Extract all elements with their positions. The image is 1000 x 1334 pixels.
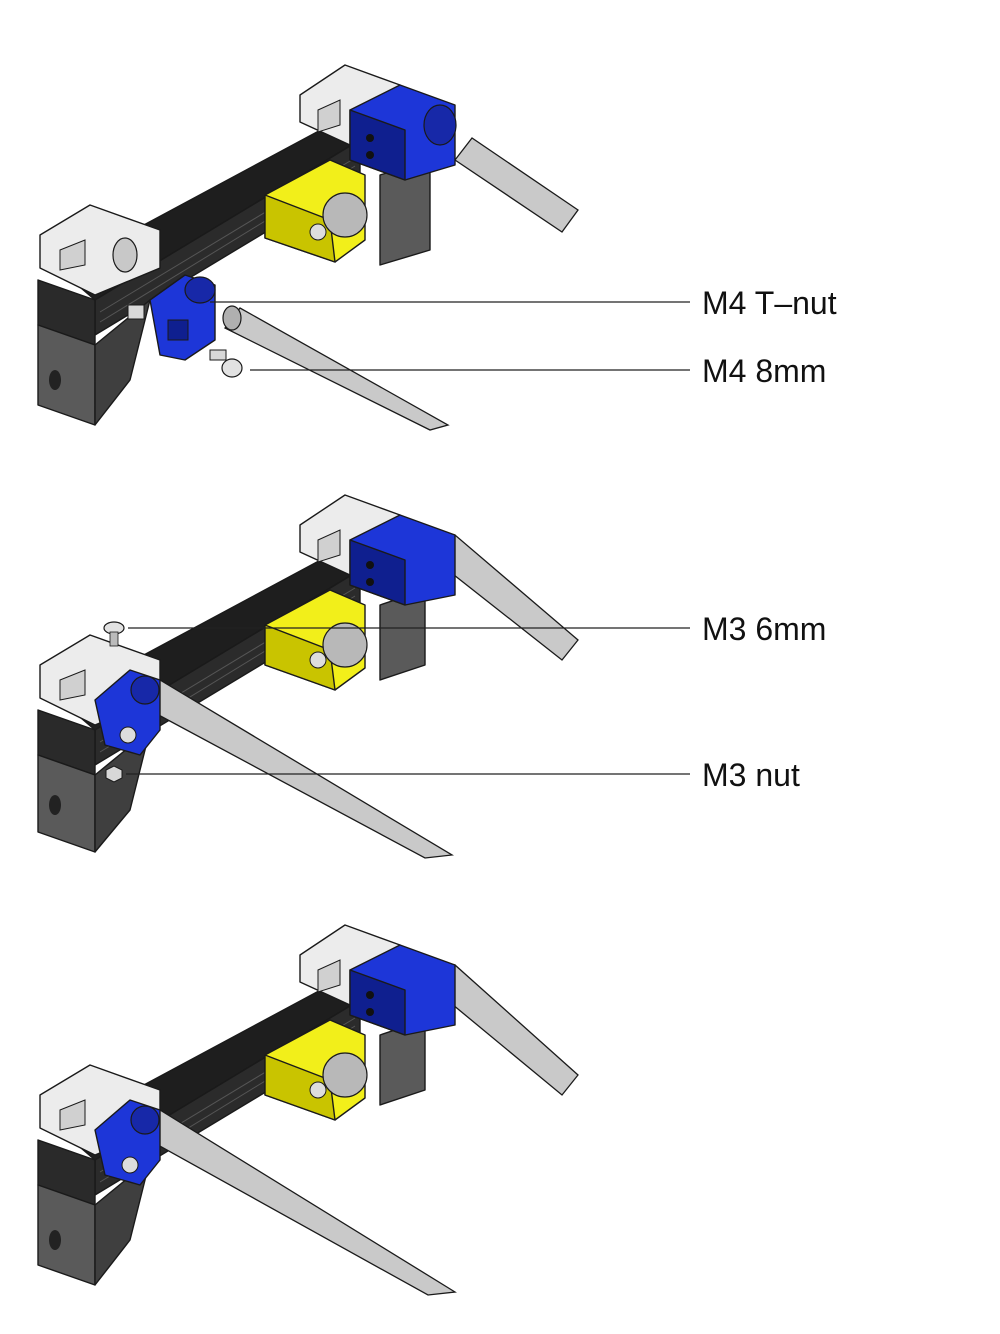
rear-rod-holder [349, 944, 456, 1036]
step-2-illustration: M3 6mm M3 nut [37, 494, 826, 859]
rear-rod-holder [349, 514, 456, 606]
callout-m4-t-nut: M4 T–nut [702, 285, 837, 321]
m3-nut [105, 765, 123, 783]
back-rod [434, 964, 579, 1096]
rear-rod-holder [349, 84, 457, 181]
front-rod-holder [94, 669, 161, 756]
front-rod [222, 305, 450, 431]
left-end-cap [39, 204, 161, 296]
front-rod-holder [94, 1099, 161, 1186]
front-rod-holder [149, 274, 216, 361]
callout-m3-nut: M3 nut [702, 757, 800, 793]
idler-carriage [264, 1019, 368, 1121]
step-1-illustration: M4 T–nut M4 8mm [37, 64, 837, 431]
corner-bracket [37, 1159, 151, 1286]
callout-m3-6mm: M3 6mm [702, 611, 826, 647]
back-rod [454, 137, 579, 233]
back-rod [434, 534, 579, 661]
front-rod [139, 679, 454, 859]
callout-m4-8mm: M4 8mm [702, 353, 826, 389]
m4-screw [209, 349, 243, 378]
m4-t-nut [127, 304, 145, 320]
m3-screw [103, 621, 125, 647]
step-3-illustration [37, 924, 579, 1296]
idler-carriage [264, 159, 368, 263]
idler-carriage [264, 589, 368, 691]
front-rod [139, 1109, 457, 1296]
